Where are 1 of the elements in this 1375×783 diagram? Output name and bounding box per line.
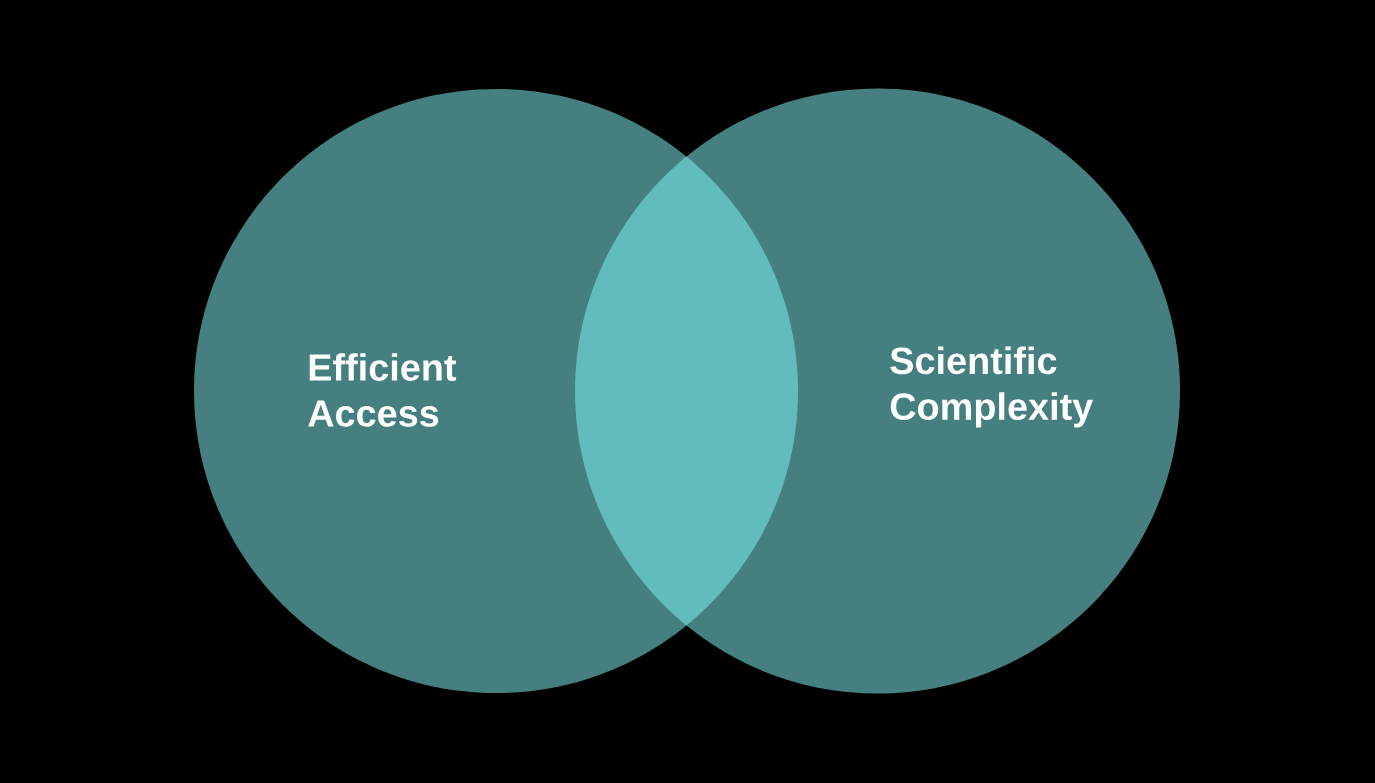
overlap-lens [575,156,798,626]
